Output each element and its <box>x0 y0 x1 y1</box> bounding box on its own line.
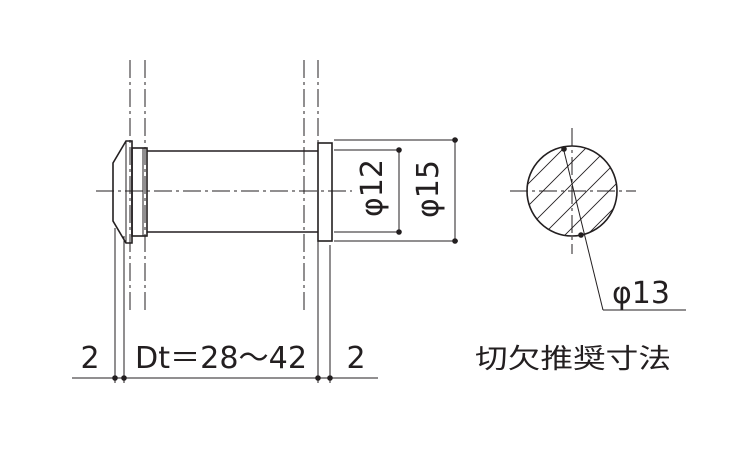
dim-right-gap-label: 2 <box>346 341 365 376</box>
hole-diameter-line <box>562 146 604 311</box>
dim-dot-3 <box>315 375 321 381</box>
viewer-nut <box>317 142 333 242</box>
diameter-dimensions: φ12 φ15 <box>334 137 458 244</box>
hole-dim-dot-bottom <box>578 232 584 238</box>
dim-phi15-arrow-top <box>452 137 458 143</box>
dim-dot-4 <box>327 375 333 381</box>
door-viewer-side-view <box>96 140 352 244</box>
hole-diameter-label: φ13 <box>612 276 670 311</box>
door-face-lines <box>129 60 319 312</box>
hole-cross-section: φ13 切欠推奨寸法 <box>475 128 686 375</box>
dim-phi12-label: φ12 <box>355 159 390 217</box>
dim-dot-1 <box>112 375 118 381</box>
hole-caption: 切欠推奨寸法 <box>475 344 671 375</box>
hole-dim-dot-top <box>561 146 567 152</box>
dim-left-gap-label: 2 <box>80 341 99 376</box>
dim-phi15-arrow-bottom <box>452 238 458 244</box>
dim-thickness-label: Dt＝28～42 <box>135 341 307 376</box>
dim-phi15-label: φ15 <box>411 160 446 218</box>
dim-dot-2 <box>121 375 127 381</box>
dim-phi12-arrow-bottom <box>396 229 402 235</box>
hole-hatching <box>527 146 617 236</box>
viewer-head-ring <box>131 147 148 237</box>
dim-phi12-arrow-top <box>396 147 402 153</box>
thickness-dimensions: 2 Dt＝28～42 2 <box>72 228 378 383</box>
viewer-head-flange <box>112 140 133 244</box>
